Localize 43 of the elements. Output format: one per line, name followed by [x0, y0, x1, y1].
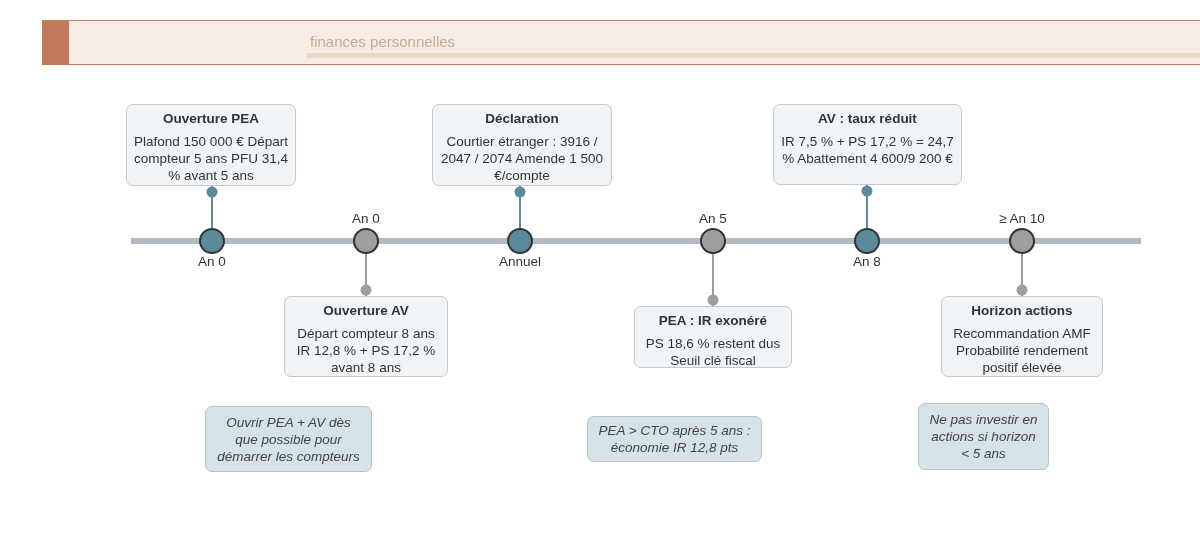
year-label: ≥ An 10 [998, 211, 1046, 226]
connector-line [360, 253, 372, 297]
year-label: An 0 [351, 211, 381, 226]
milestone-circle [199, 228, 225, 254]
connector-line [206, 185, 218, 229]
card-title: Horizon actions [970, 303, 1074, 318]
event-card [773, 104, 962, 185]
year-label: An 8 [852, 254, 882, 269]
card-title: Déclaration [484, 111, 560, 126]
milestone-circle [854, 228, 880, 254]
milestone-circle [507, 228, 533, 254]
connector-line [861, 184, 873, 229]
note-text: PEA > CTO après 5 ans : économie IR 12,8 pts [597, 422, 752, 456]
card-title: PEA : IR exonéré [657, 313, 769, 328]
event-card [284, 296, 448, 377]
event-card [126, 104, 296, 186]
year-label: An 0 [197, 254, 227, 269]
connector-line [707, 253, 719, 307]
year-label: Annuel [497, 254, 542, 269]
header-tagline: finances personnelles [310, 33, 456, 50]
event-card [432, 104, 612, 186]
milestone-circle [700, 228, 726, 254]
event-card [634, 306, 792, 368]
note-box [918, 403, 1049, 470]
card-title: Ouverture PEA [162, 111, 260, 126]
card-text: PS 18,6 % restent dus Seuil clé fiscal [644, 335, 782, 369]
note-box [587, 416, 762, 462]
year-label: An 5 [698, 211, 728, 226]
note-text: Ouvrir PEA + AV dès que possible pour démarrer les compteurs [216, 413, 361, 465]
milestone-circle [353, 228, 379, 254]
connector-line [514, 185, 526, 229]
event-card [941, 296, 1103, 377]
card-title: Ouverture AV [322, 303, 410, 318]
connector-line [1016, 253, 1028, 297]
card-text: Recommandation AMF Probabilité rendement positif élevée [952, 325, 1092, 376]
card-text: Courtier étranger : 3916 / 2047 / 2074 Amende 1 500 €/compte [439, 133, 605, 184]
card-text: Départ compteur 8 ans IR 12,8 % + PS 17,2 % avant 8 ans [295, 325, 437, 376]
card-text: IR 7,5 % + PS 17,2 % = 24,7 % Abattement 4 600/9 200 € [780, 133, 955, 167]
note-text: Ne pas investir en actions si horizon < 5 ans [928, 411, 1039, 462]
note-box [205, 406, 372, 472]
card-text: Plafond 150 000 € Départ compteur 5 ans PFU 31,4 % avant 5 ans [133, 133, 289, 184]
card-title: AV : taux réduit [817, 111, 918, 126]
milestone-circle [1009, 228, 1035, 254]
